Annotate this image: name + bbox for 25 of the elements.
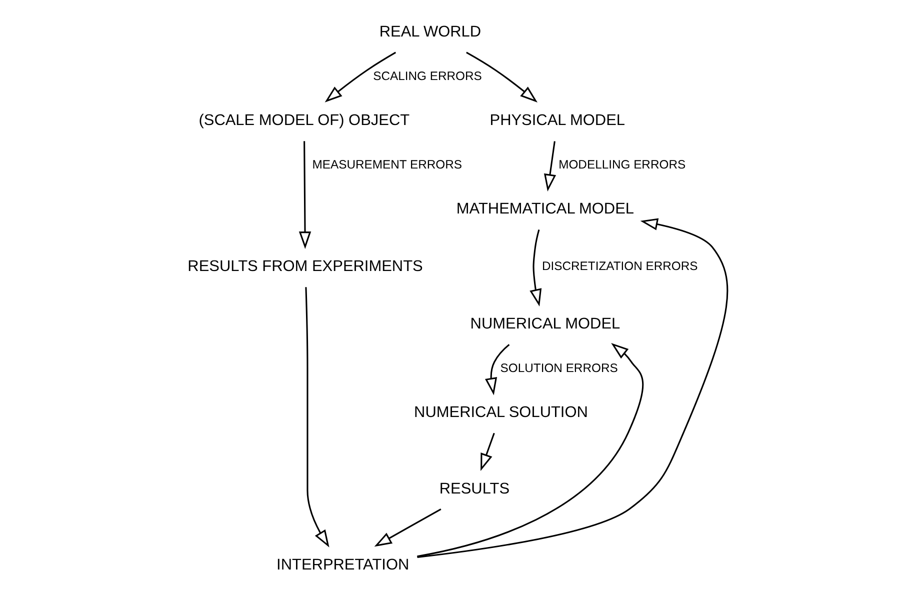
edge-label: DISCRETIZATION ERRORS (542, 259, 698, 274)
node-text: PHYSICAL MODEL (490, 112, 626, 130)
arrow (324, 52, 396, 102)
arrow (530, 229, 542, 306)
node-text: REAL WORLD (379, 24, 482, 41)
node-text: INTERPRETATION (276, 556, 410, 574)
edge-label: MEASUREMENT ERRORS (312, 157, 462, 172)
node-text: MATHEMATICAL MODEL (456, 200, 634, 218)
arrow (544, 141, 556, 192)
arrow (305, 287, 330, 548)
arrow (466, 52, 538, 102)
arrow (298, 141, 312, 250)
arrow (485, 344, 510, 396)
node-text: RESULTS (439, 480, 510, 498)
arrow (480, 432, 495, 472)
node-text: (SCALE MODEL OF) OBJECT (198, 112, 410, 130)
node-text: NUMERICAL SOLUTION (414, 404, 588, 421)
arrow (374, 508, 442, 547)
arrow (417, 218, 728, 558)
edge-label: MODELLING ERRORS (558, 157, 686, 172)
edge-label: SCALING ERRORS (373, 68, 482, 83)
arrow (417, 342, 644, 558)
node-text: NUMERICAL MODEL (470, 316, 620, 333)
edge-label: SOLUTION ERRORS (500, 360, 618, 375)
node-text: RESULTS FROM EXPERIMENTS (188, 258, 423, 276)
